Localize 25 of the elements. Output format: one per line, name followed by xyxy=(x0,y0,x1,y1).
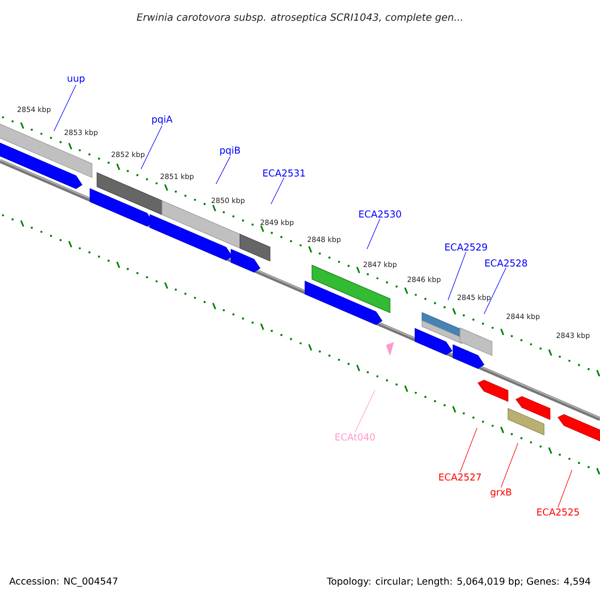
leader-line xyxy=(216,156,230,184)
leader-line xyxy=(366,218,380,250)
gene-label: ECA2529 xyxy=(445,243,487,251)
gene-label: grxB xyxy=(490,488,512,498)
leader-line xyxy=(484,268,506,314)
gene-label: pqiB xyxy=(220,146,240,156)
leader-line xyxy=(54,84,76,132)
leader-line xyxy=(448,252,466,300)
accession-text: Accession: NC_004547 xyxy=(9,577,118,587)
leader-line xyxy=(500,442,518,488)
gene-label: ECA2531 xyxy=(263,169,305,177)
gene-label: ECA2528 xyxy=(485,259,527,267)
gene-label: ECAt040 xyxy=(336,433,375,441)
gene-label: ECA2525 xyxy=(537,508,579,516)
summary-text: Topology: circular; Length: 5,064,019 bp; Genes: 4,594 xyxy=(326,577,590,587)
gene-label: pqiA xyxy=(152,115,173,125)
leader-line xyxy=(270,178,284,204)
leader-line xyxy=(460,428,478,473)
leader-line xyxy=(558,470,572,508)
leader-line xyxy=(140,126,162,170)
gene-label: ECA2530 xyxy=(359,210,402,218)
gene-label: uup xyxy=(68,76,85,84)
title: Erwinia carotovora subsp. atroseptica SCRI1043, complete gen... xyxy=(136,13,462,23)
gene-label: ECA2527 xyxy=(439,473,481,481)
leader-line xyxy=(354,390,376,433)
